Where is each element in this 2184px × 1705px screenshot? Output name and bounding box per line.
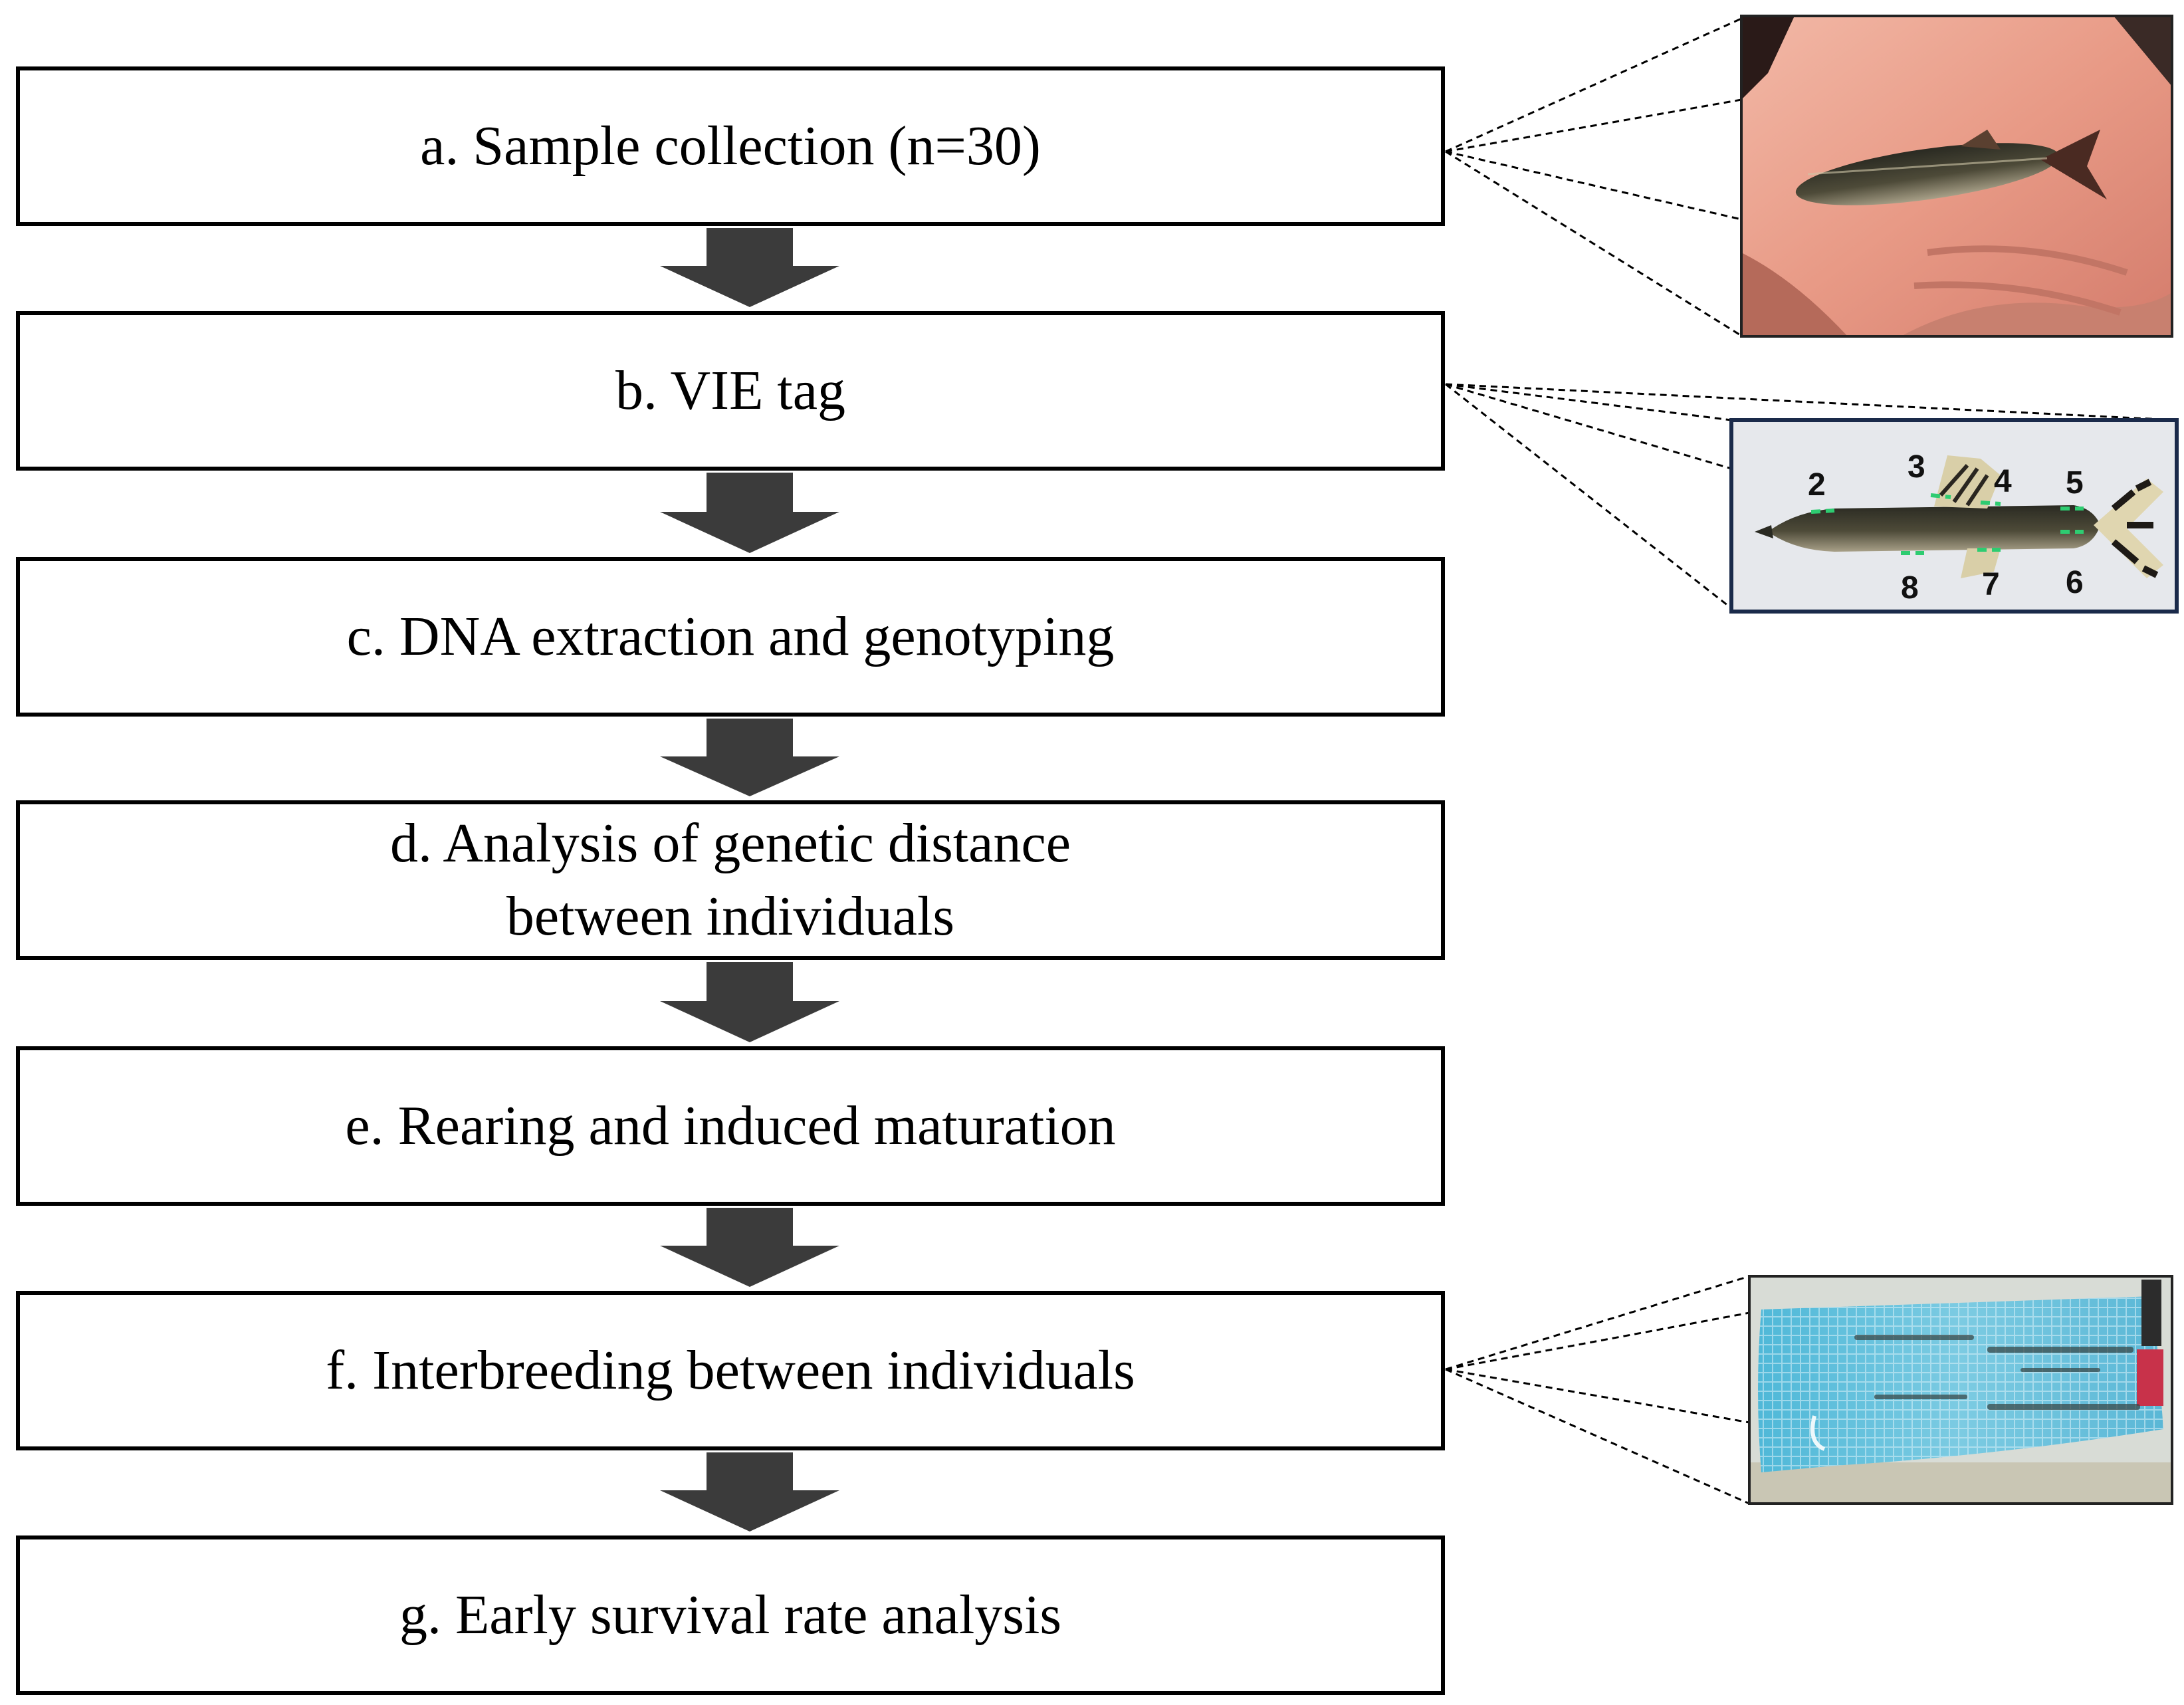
- step-c-dna-extraction: c. DNA extraction and genotyping: [16, 557, 1445, 717]
- step-e-rearing: e. Rearing and induced maturation: [16, 1046, 1445, 1206]
- step-f-interbreeding: f. Interbreeding between individuals: [16, 1291, 1445, 1450]
- step-a-sample-collection: a. Sample collection (n=30): [16, 66, 1445, 226]
- step-d-genetic-distance: d. Analysis of genetic distance between …: [16, 800, 1445, 960]
- step-g-survival-analysis: g. Early survival rate analysis: [16, 1535, 1445, 1695]
- step-b-vie-tag: b. VIE tag: [16, 311, 1445, 471]
